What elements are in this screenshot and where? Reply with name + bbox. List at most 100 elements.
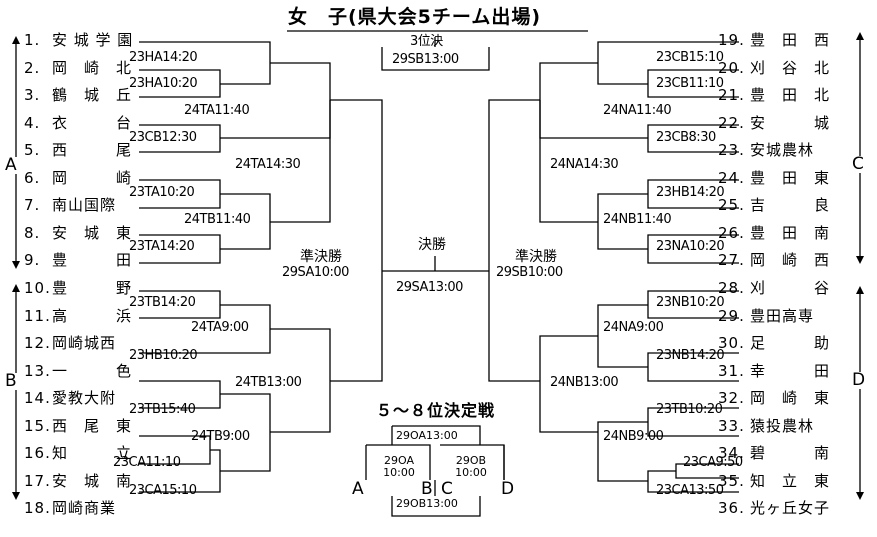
match-label: 24NA9:00: [603, 320, 664, 335]
team-name: 愛教大附: [52, 389, 117, 408]
match-label: 24NB13:00: [550, 375, 619, 390]
match-label: 24TA9:00: [191, 320, 249, 335]
team-name: 岡 崎 西: [750, 251, 831, 270]
team-number: 25.: [718, 196, 745, 215]
team-number: 11.: [24, 306, 51, 325]
third-place-label: 3位決: [410, 34, 443, 49]
match-label: 24TB13:00: [235, 375, 302, 390]
team-number: 12.: [24, 334, 51, 353]
team-number: 7.: [24, 196, 41, 215]
match-label: 23CB12:30: [129, 130, 197, 145]
team-name: 衣 台: [52, 113, 133, 132]
placement-top-time: 29OA13:00: [396, 429, 458, 442]
team-name: 安 城 南: [52, 471, 133, 490]
match-label: 23NB14:20: [656, 348, 725, 363]
match-label: 24TA14:30: [235, 157, 301, 172]
team-number: 35.: [718, 471, 745, 490]
team-number: 20.: [718, 58, 745, 77]
match-label: 23TB14:20: [129, 295, 196, 310]
team-number: 8.: [24, 223, 41, 242]
group-b-label: B: [5, 371, 17, 391]
match-label: 23HA10:20: [129, 76, 198, 91]
third-place-time: 29SB13:00: [392, 52, 459, 67]
team-name: 西 尾: [52, 141, 133, 160]
team-name: 光ヶ丘女子: [750, 499, 831, 518]
team-number: 5.: [24, 141, 41, 160]
team-name: 岡崎城西: [52, 334, 117, 353]
team-number: 4.: [24, 113, 41, 132]
match-label: 23NB10:20: [656, 295, 725, 310]
team-name: 岡崎商業: [52, 499, 117, 518]
placement-d: D: [501, 479, 515, 499]
match-label: 24TB11:40: [184, 212, 251, 227]
team-number: 2.: [24, 58, 41, 77]
group-a-label: A: [5, 155, 17, 175]
match-label: 23HA14:20: [129, 50, 198, 65]
match-label: 24NB9:00: [603, 429, 664, 444]
placement-ob-name: 29OB: [455, 454, 487, 467]
team-number: 16.: [24, 444, 51, 463]
match-label: 23CA13:50: [656, 483, 724, 498]
team-name: 刈 谷 北: [750, 58, 831, 77]
placement-title: ５～８位決定戦: [376, 401, 496, 420]
team-number: 32.: [718, 389, 745, 408]
semifinal-right-label: 準決勝: [515, 249, 557, 265]
match-label: 23TA10:20: [129, 185, 195, 200]
team-number: 10.: [24, 278, 51, 297]
team-name: 西 尾 東: [52, 416, 133, 435]
page-title: 女 子(県大会5チーム出場): [288, 6, 542, 28]
placement-oa-time: 10:00: [383, 466, 415, 479]
team-number: 18.: [24, 499, 51, 518]
match-label: 23TB10:20: [656, 402, 723, 417]
team-number: 19.: [718, 31, 745, 49]
match-label: 23HB14:20: [656, 185, 725, 200]
team-number: 36.: [718, 499, 745, 518]
match-label: 23TA14:20: [129, 239, 195, 254]
semifinal-left-time: 29SA10:00: [282, 265, 349, 280]
placement-oa: 29OA 10:00: [372, 455, 426, 479]
team-name: 高 浜: [52, 306, 133, 325]
match-label: 23CB11:10: [656, 76, 724, 91]
team-name: 刈 谷: [750, 278, 831, 297]
match-label: 23CA9:50: [683, 455, 743, 470]
semifinal-right-time: 29SB10:00: [496, 265, 563, 280]
team-number: 22.: [718, 113, 745, 132]
team-name: 豊 田 東: [750, 168, 831, 187]
match-label: 23CA11:10: [113, 455, 181, 470]
team-name: 豊 田 南: [750, 223, 831, 242]
team-number: 29.: [718, 306, 745, 325]
match-label: 23TB15:40: [129, 402, 196, 417]
team-number: 21.: [718, 86, 745, 105]
placement-bottom-time: 29OB13:00: [396, 497, 458, 510]
team-number: 9.: [24, 251, 41, 270]
placement-ob: 29OB 10:00: [444, 455, 498, 479]
team-name: 吉 良: [750, 196, 831, 215]
team-number: 3.: [24, 86, 41, 105]
team-name: 知 立 東: [750, 471, 831, 490]
team-name: 豊 田 西: [750, 31, 831, 49]
team-number: 1.: [24, 31, 41, 49]
final-time: 29SA13:00: [396, 280, 463, 295]
team-name: 南山国際: [52, 196, 117, 215]
placement-c: C: [441, 479, 453, 499]
team-name: 足 助: [750, 334, 831, 353]
team-name: 安 城 東: [52, 223, 133, 242]
team-number: 17.: [24, 471, 51, 490]
semifinal-left-label: 準決勝: [300, 249, 342, 265]
team-name: 碧 南: [750, 444, 831, 463]
match-label: 24NA14:30: [550, 157, 619, 172]
final-label: 決勝: [418, 237, 446, 253]
group-d-label: D: [852, 370, 866, 390]
match-label: 23CB8:30: [656, 130, 716, 145]
match-label: 23CA15:10: [129, 483, 197, 498]
team-number: 28.: [718, 278, 745, 297]
match-label: 23NA10:20: [656, 239, 725, 254]
match-label: 24NA11:40: [603, 103, 672, 118]
match-label: 24NB11:40: [603, 212, 672, 227]
placement-ob-time: 10:00: [455, 466, 487, 479]
team-name: 猿投農林: [750, 416, 815, 435]
team-name: 豊 田 北: [750, 86, 831, 105]
team-number: 14.: [24, 389, 51, 408]
team-name: 安 城 学 園: [52, 31, 134, 49]
team-name: 安城農林: [750, 141, 815, 160]
